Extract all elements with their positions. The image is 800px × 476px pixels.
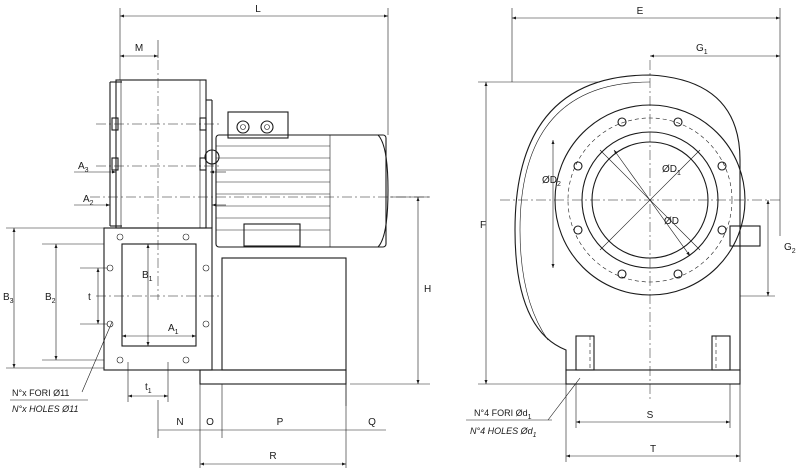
dim-N: N — [176, 417, 183, 428]
dim-B2: B2 — [45, 292, 56, 305]
motor — [204, 111, 389, 248]
dim-P: P — [277, 417, 284, 428]
holes-note-en: N°x HOLES Ø11 — [12, 404, 78, 414]
dim-Q: Q — [368, 417, 376, 428]
dim-t: t — [88, 292, 91, 303]
dim-E: E — [637, 6, 644, 17]
dim-S: S — [647, 410, 654, 421]
dim-A2: A2 — [83, 194, 94, 207]
dim-D1: ØD1 — [662, 164, 681, 177]
dim-D2: ØD2 — [542, 175, 561, 188]
base-frame — [199, 257, 347, 406]
outlet-flange — [103, 227, 213, 371]
base-holes-note-it: N°4 FORI Ød1 — [474, 408, 532, 421]
dim-A1: A1 — [168, 323, 179, 336]
flange-bolts — [573, 117, 727, 279]
front-view: E G1 G2 F ØD2 ØD1 ØD S T N°4 F — [466, 6, 796, 462]
dim-R: R — [269, 451, 276, 462]
dim-D: ØD — [664, 216, 679, 227]
dim-B1: B1 — [142, 270, 153, 283]
side-view: L M A3 A2 A1 B1 B2 B3 t — [3, 4, 431, 468]
dim-O: O — [206, 417, 214, 428]
base-holes-note-en: N°4 HOLES Ød1 — [470, 426, 537, 439]
dim-H: H — [424, 284, 431, 295]
dim-G2: G2 — [784, 242, 796, 255]
dim-A3: A3 — [78, 161, 89, 174]
dim-F: F — [480, 220, 486, 231]
dim-B3: B3 — [3, 292, 14, 305]
dim-G1: G1 — [696, 43, 708, 56]
dim-T: T — [650, 444, 656, 455]
impeller-housing — [109, 79, 213, 229]
holes-note-it: N°x FORI Ø11 — [12, 388, 69, 398]
dim-L: L — [255, 4, 261, 15]
dim-M: M — [135, 43, 143, 54]
dim-t1: t1 — [145, 382, 152, 395]
scroll-casing — [514, 74, 741, 371]
